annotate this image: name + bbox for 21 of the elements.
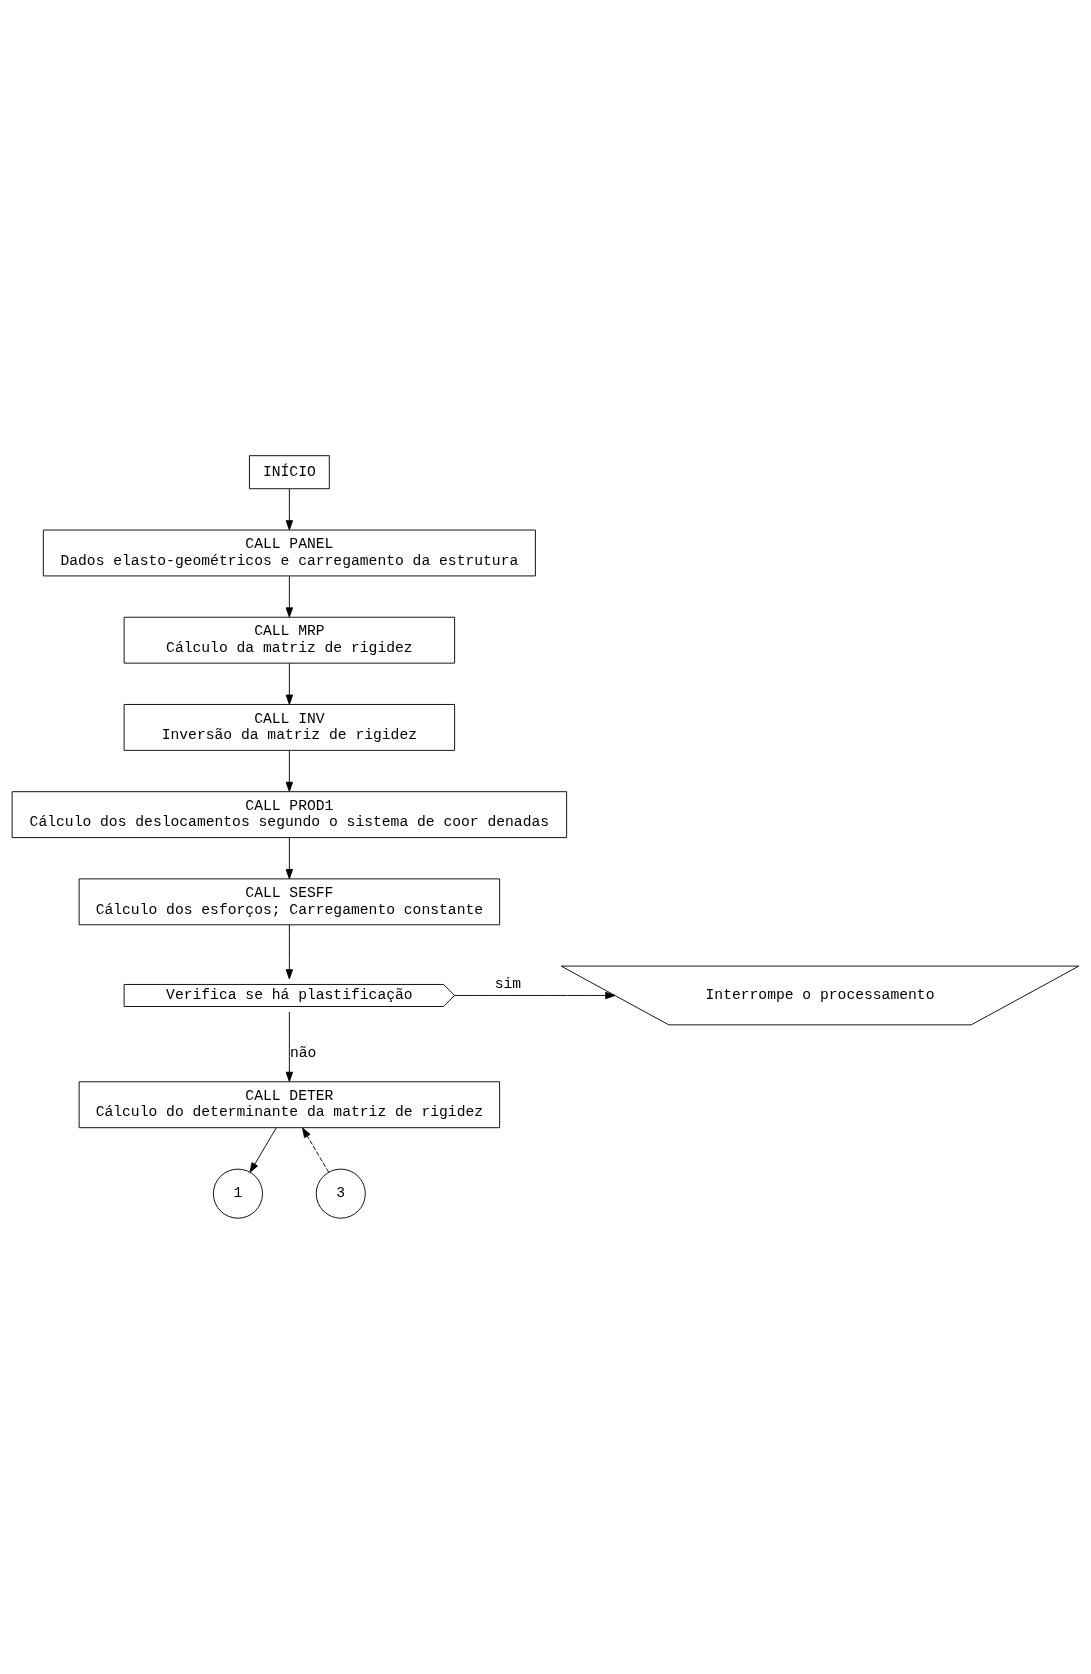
- node-circle: 3: [315, 1168, 366, 1219]
- arrow: [285, 837, 294, 880]
- arrow: [285, 663, 294, 705]
- node-box: CALL INV Inversão da matriz de rigidez: [123, 704, 456, 751]
- arrow: [285, 750, 294, 792]
- node-box: CALL PANEL Dados elasto-geométricos e carregamento da estrutura: [42, 529, 536, 577]
- arrow: [285, 488, 294, 531]
- arrow: [285, 575, 294, 618]
- node-circle: 1: [212, 1168, 263, 1219]
- node-box: CALL PROD1 Cálculo dos deslocamentos segundo o sistema de coor denadas: [11, 791, 568, 839]
- edge-label: não: [289, 1044, 317, 1061]
- node-box: CALL SESFF Cálculo dos esforços; Carregamento constante: [78, 878, 501, 926]
- arrow: [249, 1127, 277, 1173]
- arrow: [285, 1011, 294, 1082]
- arrow: [302, 1127, 330, 1173]
- edge-label: sim: [494, 975, 522, 992]
- arrow: [454, 991, 616, 1000]
- node-box: CALL DETER Cálculo do determinante da matriz de rigidez: [78, 1081, 501, 1129]
- arrow: [285, 924, 294, 980]
- node-box: CALL MRP Cálculo da matriz de rigidez: [123, 616, 456, 664]
- node-box: INÍCIO: [248, 455, 330, 490]
